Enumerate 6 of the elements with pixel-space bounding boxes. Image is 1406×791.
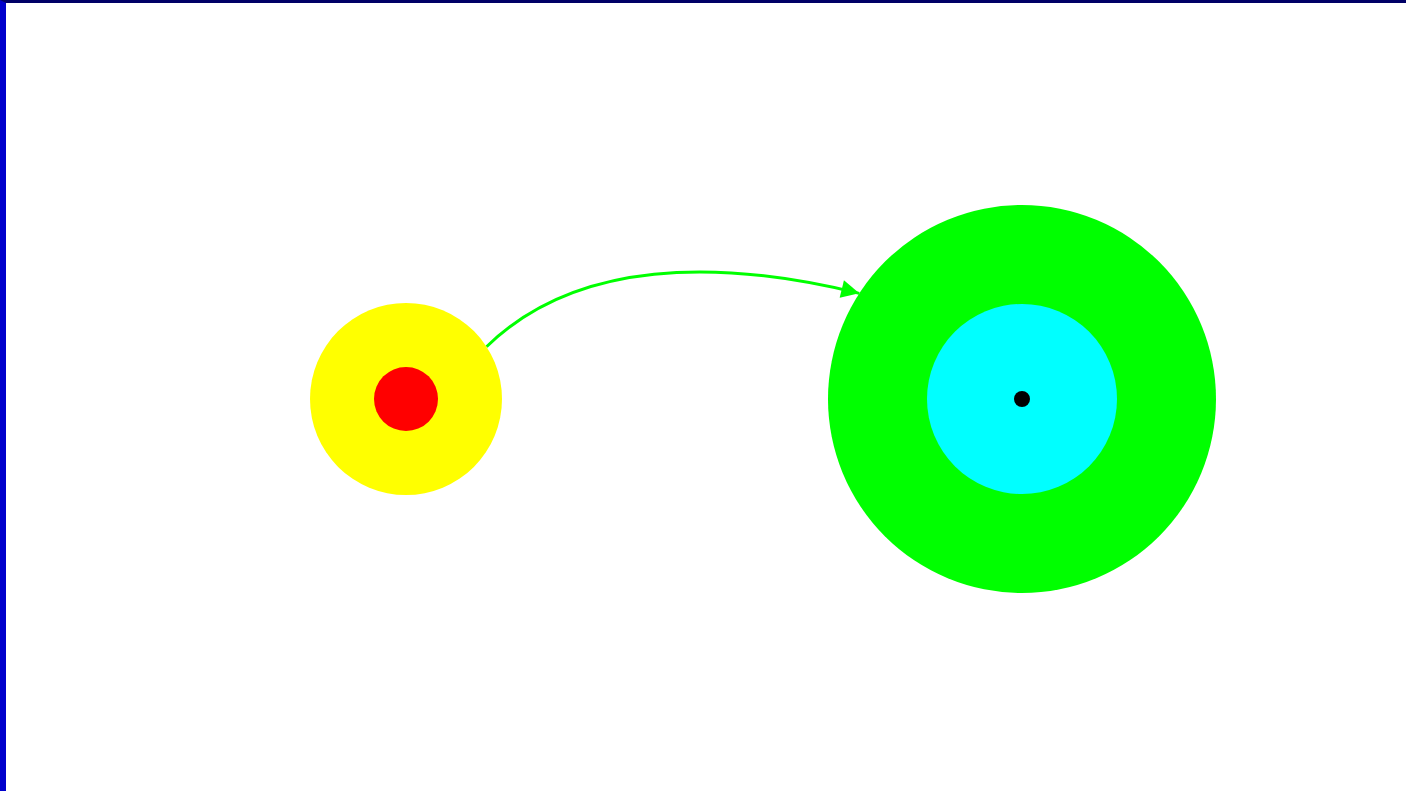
outer-circle bbox=[828, 205, 1216, 593]
inner-circle bbox=[374, 367, 438, 431]
arrow bbox=[485, 270, 860, 348]
center-dot bbox=[1014, 391, 1030, 407]
inner-circle bbox=[927, 304, 1117, 494]
outer-circle bbox=[310, 303, 502, 495]
